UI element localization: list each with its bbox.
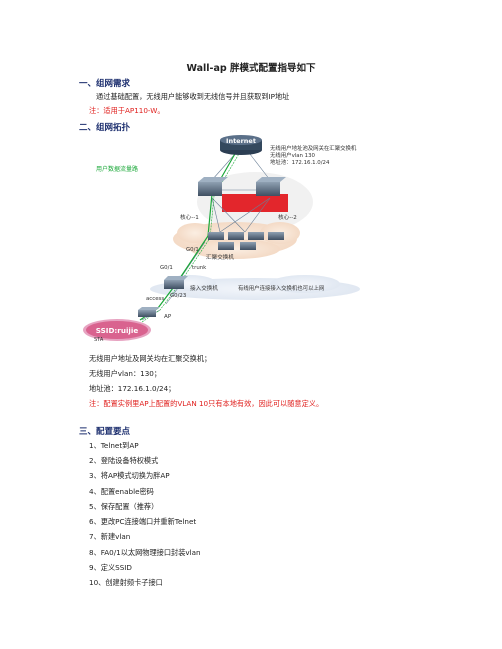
step-4: 4、配置enable密码 [89, 487, 154, 496]
g023-label: G0/23 [170, 293, 186, 299]
step-1: 1、Telnet到AP [89, 441, 139, 450]
topology-info-2: 无线用户vlan：130； [89, 369, 162, 378]
callout-line-1: 无线用户地址池及网关在汇聚交换机 [270, 144, 357, 152]
network-topology-diagram: Internet 无线用户地址池及网关在汇聚交换机 无线用户vlan 130 地… [83, 135, 360, 343]
step-7: 7、新建vlan [89, 532, 131, 541]
step-10: 10、创建射频卡子接口 [89, 578, 163, 587]
g01-label: G0/1 [160, 265, 173, 271]
ap-label: AP [164, 314, 172, 320]
sta-label: STA [94, 337, 104, 343]
core-switch-1 [198, 177, 228, 196]
callout-line-2: 无线用户vlan 130 [270, 151, 316, 159]
core2-label: 核心--2 [278, 213, 297, 221]
topology-info-1: 无线用户地址及网关均在汇聚交换机； [89, 354, 212, 363]
trunk-label: trunk [192, 265, 207, 271]
core1-label: 核心--1 [180, 213, 199, 221]
step-5: 5、保存配置（推荐） [89, 502, 159, 511]
step-2: 2、登陆设备特权模式 [89, 456, 159, 465]
step-9: 9、定义SSID [89, 563, 132, 572]
access-note: 有线用户连接接入交换机也可以上网 [238, 284, 324, 292]
section-heading-config-points: 三、配置要点 [79, 427, 131, 437]
section-heading-topology: 二、组网拓扑 [79, 123, 131, 133]
access-switch [164, 276, 188, 289]
aggregation-switches [208, 232, 284, 250]
access-label: access [146, 296, 164, 302]
topology-info-3: 地址池：172.16.1.0/24； [89, 384, 176, 393]
access-switch-label: 接入交换机 [190, 284, 218, 292]
data-flow-label: 用户数据流量路 [96, 165, 138, 173]
aggregation-label: 汇聚交换机 [206, 253, 234, 261]
ap-device [138, 307, 160, 317]
g01-top-label: G0/1 [186, 247, 199, 253]
step-8: 8、FA0/1以太网物理接口封装vlan [89, 548, 201, 557]
firewall-block [222, 194, 288, 212]
step-3: 3、将AP模式切换为胖AP [89, 471, 170, 480]
internet-label: Internet [226, 137, 256, 145]
callout-line-3: 地址池：172.16.1.0/24 [270, 158, 330, 166]
section-heading-requirements: 一、组网需求 [79, 79, 131, 89]
step-6: 6、更改PC连接端口并重新Telnet [89, 517, 197, 526]
internet-node: Internet [220, 135, 262, 155]
requirement-note: 注：适用于AP110-W。 [89, 106, 165, 115]
core-switch-2 [256, 177, 286, 196]
ssid-bubble: SSID:ruijie [83, 319, 151, 341]
requirement-text: 通过基础配置，无线用户能够收到无线信号并且获取到IP地址 [96, 92, 290, 101]
ssid-label: SSID:ruijie [96, 326, 139, 335]
user-data-flow-path-return [141, 146, 244, 323]
aggregation-cloud [173, 222, 300, 259]
topology-note: 注：配置实例里AP上配置的VLAN 10只有本地有效，因此可以随意定义。 [89, 399, 324, 408]
page-title: Wall-ap 胖模式配置指导如下 [186, 63, 316, 74]
